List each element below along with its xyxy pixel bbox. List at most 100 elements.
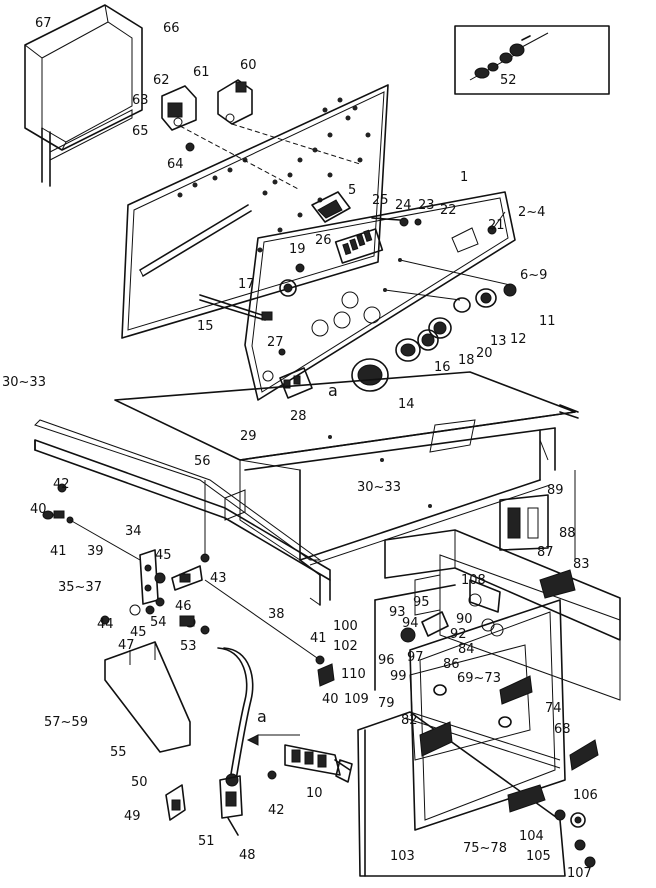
part-label: 69~73 xyxy=(457,671,501,686)
part-label: 49 xyxy=(124,809,141,824)
part-label: 110 xyxy=(341,667,366,682)
part-label: 103 xyxy=(390,849,415,864)
part-label: 29 xyxy=(240,429,257,444)
part-label: 63 xyxy=(132,93,149,108)
part-label: 6~9 xyxy=(520,268,547,283)
part-label: 12 xyxy=(510,332,527,347)
part-label: 42 xyxy=(53,477,70,492)
part-label: 39 xyxy=(87,544,104,559)
part-label: 41 xyxy=(50,544,67,559)
part-label: 45 xyxy=(155,548,172,563)
part-label: 100 xyxy=(333,619,358,634)
part-label: 26 xyxy=(315,233,332,248)
part-label: 92 xyxy=(450,627,467,642)
part-label: 86 xyxy=(443,657,460,672)
part-label: 15 xyxy=(197,319,214,334)
part-label: 90 xyxy=(456,612,473,627)
part-label: 48 xyxy=(239,848,256,863)
part-label: 19 xyxy=(289,242,306,257)
gauges xyxy=(199,258,517,399)
part-label: 1 xyxy=(460,170,468,185)
part-label: 25 xyxy=(372,193,389,208)
cable-assembly xyxy=(42,480,353,836)
part-label: 108 xyxy=(461,573,486,588)
part-label: 46 xyxy=(175,599,192,614)
part-label: 47 xyxy=(118,638,135,653)
part-label: 60 xyxy=(240,58,257,73)
part-label: 95 xyxy=(413,595,430,610)
part-label: a xyxy=(328,381,338,400)
part-label: 28 xyxy=(290,409,307,424)
part-label: a xyxy=(257,707,267,726)
part-label: 54 xyxy=(150,615,167,630)
part-label: 89 xyxy=(547,483,564,498)
frame-assembly xyxy=(34,371,579,606)
part-label: 40 xyxy=(322,692,339,707)
part-label: 24 xyxy=(395,198,412,213)
part-label: 67 xyxy=(35,16,52,31)
part-label: 64 xyxy=(167,157,184,172)
part-label: 106 xyxy=(573,788,598,803)
part-label: 61 xyxy=(193,65,210,80)
part-label: 13 xyxy=(490,334,507,349)
part-label: 42 xyxy=(268,803,285,818)
part-label: 62 xyxy=(153,73,170,88)
part-label: 52 xyxy=(500,73,517,88)
part-label: 45 xyxy=(130,625,147,640)
part-label: 83 xyxy=(573,557,590,572)
part-label: 55 xyxy=(110,745,127,760)
part-label: 74 xyxy=(545,701,562,716)
part-label: 30~33 xyxy=(2,375,46,390)
part-label: 97 xyxy=(407,650,424,665)
part-label: 2~4 xyxy=(518,205,545,220)
main-panel xyxy=(121,84,389,339)
part-label: 22 xyxy=(440,203,457,218)
part-label: 11 xyxy=(539,314,556,329)
part-label: 99 xyxy=(390,669,407,684)
part-label: 23 xyxy=(418,198,435,213)
part-label: 75~78 xyxy=(463,841,507,856)
part-label: 107 xyxy=(567,866,592,881)
part-label: 44 xyxy=(97,617,114,632)
lower-right-frame xyxy=(357,439,621,877)
part-label: 38 xyxy=(268,607,285,622)
part-label: 68 xyxy=(554,722,571,737)
part-label: 65 xyxy=(132,124,149,139)
part-label: 50 xyxy=(131,775,148,790)
part-label: 94 xyxy=(402,616,419,631)
part-label: 102 xyxy=(333,639,358,654)
part-label: 43 xyxy=(210,571,227,586)
part-label: 56 xyxy=(194,454,211,469)
instrument-panel xyxy=(244,191,516,401)
part-label: 79 xyxy=(378,696,395,711)
part-label: 40 xyxy=(30,502,47,517)
part-label: 14 xyxy=(398,397,415,412)
part-label: 30~33 xyxy=(357,480,401,495)
part-label: 10 xyxy=(306,786,323,801)
part-label: 88 xyxy=(559,526,576,541)
part-label: 41 xyxy=(310,631,327,646)
part-label: 96 xyxy=(378,653,395,668)
part-label: 53 xyxy=(180,639,197,654)
part-label: 5 xyxy=(348,183,356,198)
part-label: 18 xyxy=(458,353,475,368)
part-label: 27 xyxy=(267,335,284,350)
relay-components xyxy=(161,79,361,191)
part-label: 20 xyxy=(476,346,493,361)
part-label: 16 xyxy=(434,360,451,375)
part-label: 82 xyxy=(401,713,418,728)
part-label: 21 xyxy=(488,218,505,233)
part-label: 51 xyxy=(198,834,215,849)
inset-detail-box xyxy=(454,25,610,95)
part-label: 57~59 xyxy=(44,715,88,730)
part-label: 104 xyxy=(519,829,544,844)
part-label: 87 xyxy=(537,545,554,560)
part-label: 109 xyxy=(344,692,369,707)
box-67-66 xyxy=(24,4,143,187)
part-label: 93 xyxy=(389,605,406,620)
part-label: 66 xyxy=(163,21,180,36)
part-label: 35~37 xyxy=(58,580,102,595)
